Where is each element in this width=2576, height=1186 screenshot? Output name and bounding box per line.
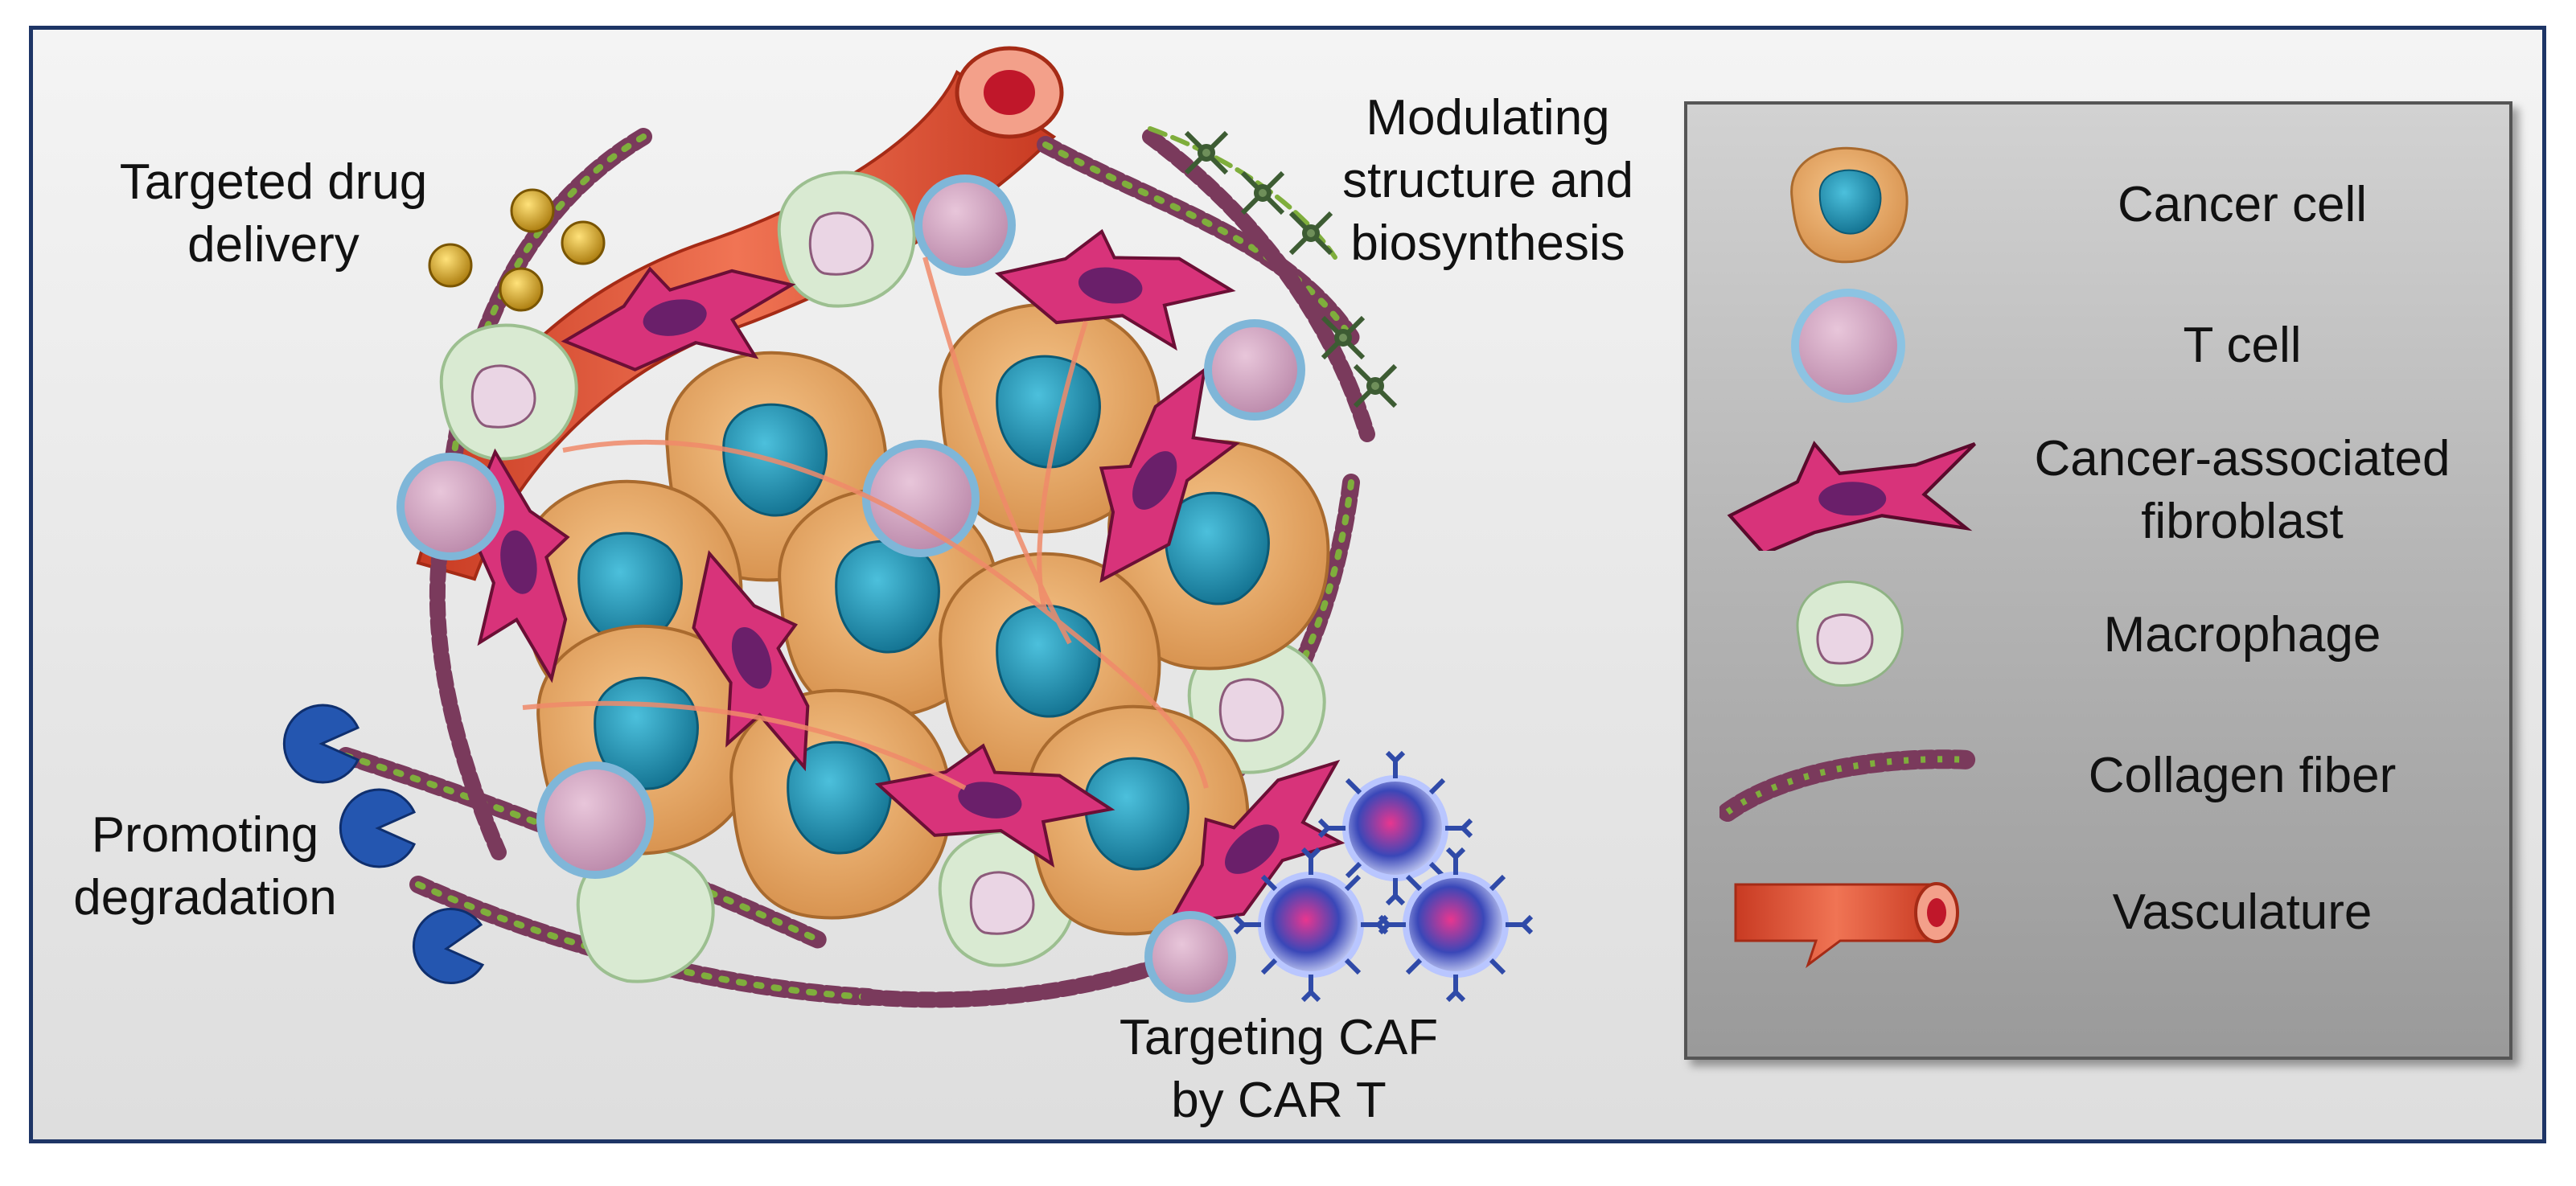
- annotation-line: Targeting CAF: [1119, 1010, 1439, 1065]
- drug-nanoparticles: [428, 188, 606, 312]
- modulating-molecules: [1184, 130, 1398, 408]
- annotation-line: Targeted drug: [119, 154, 428, 210]
- annotation-line: biosynthesis: [1350, 215, 1625, 271]
- annotation-degradation: Promoting degradation: [48, 804, 362, 930]
- legend-label: T cell: [2183, 318, 2302, 373]
- legend-item-vasculature: Vasculature: [1687, 852, 2509, 973]
- fine-fibers: [522, 256, 1209, 790]
- legend-label: Macrophage: [2103, 607, 2381, 663]
- tumor-microenvironment-illustration: [282, 46, 1534, 1008]
- legend-item-fibroblast: Cancer-associated fibroblast: [1687, 430, 2509, 551]
- macrophages: [439, 170, 1326, 983]
- cancer-cells: [520, 302, 1330, 936]
- legend-label: Collagen fiber: [2088, 748, 2397, 803]
- annotation-drug-delivery: Targeted drug delivery: [97, 151, 450, 277]
- annotation-line: structure and: [1342, 153, 1633, 208]
- annotation-modulating: Modulating structure and biosynthesis: [1319, 87, 1657, 275]
- legend-label: Vasculature: [2112, 884, 2373, 940]
- t-cells: [396, 174, 1305, 1003]
- vasculature-icon: [1734, 882, 1959, 969]
- annotation-line: delivery: [187, 217, 359, 273]
- cancer-cell-icon: [1790, 146, 1908, 264]
- legend-item-cancer-cell: Cancer cell: [1687, 145, 2509, 265]
- legend-label: Cancer-associated fibroblast: [1993, 430, 2492, 551]
- annotation-line: Promoting: [91, 807, 319, 863]
- legend-item-collagen-fiber: Collagen fiber: [1687, 716, 2509, 836]
- legend-label-line: Cancer-associated: [2034, 431, 2451, 486]
- t-cell-icon: [1791, 289, 1905, 403]
- annotation-line: by CAR T: [1171, 1073, 1387, 1128]
- legend-label-line: fibroblast: [2141, 494, 2344, 549]
- annotation-car-t: Targeting CAF by CAR T: [1078, 1007, 1480, 1132]
- legend-label: Cancer cell: [2117, 177, 2368, 232]
- legend: Cancer cell T cell Cancer-associated fib…: [1684, 101, 2512, 1060]
- degrading-enzymes: [282, 704, 485, 984]
- fibroblast-icon: [1727, 441, 1976, 551]
- collagen-fiber-icon: [1719, 749, 1977, 822]
- annotation-line: Modulating: [1366, 90, 1610, 146]
- legend-item-macrophage: Macrophage: [1687, 575, 2509, 696]
- legend-item-t-cell: T cell: [1687, 285, 2509, 406]
- annotation-line: degradation: [73, 870, 337, 925]
- car-t-cells: [1233, 750, 1534, 1003]
- macrophage-icon: [1796, 581, 1904, 687]
